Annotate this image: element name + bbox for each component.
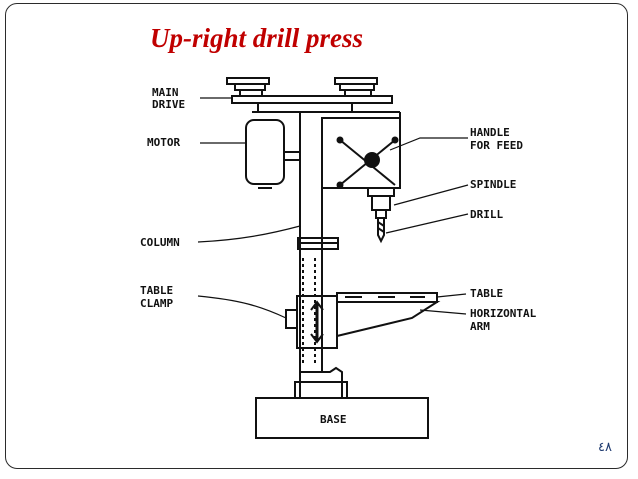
table-clamp bbox=[285, 295, 338, 349]
base bbox=[255, 366, 429, 439]
label-horizontal-arm-line2: ARM bbox=[470, 320, 490, 333]
label-table-clamp-line1: TABLE bbox=[140, 284, 173, 297]
label-base: BASE bbox=[320, 413, 347, 426]
leader-lines bbox=[197, 97, 469, 319]
label-horizontal-arm-line1: HORIZONTAL bbox=[470, 307, 537, 320]
label-spindle: SPINDLE bbox=[470, 178, 516, 191]
spindle-and-drill bbox=[367, 187, 395, 244]
label-motor: MOTOR bbox=[147, 136, 180, 149]
label-handle-line2: FOR FEED bbox=[470, 139, 523, 152]
label-drill: DRILL bbox=[470, 208, 503, 221]
head-and-feed-handle bbox=[321, 117, 401, 189]
label-handle-line1: HANDLE bbox=[470, 126, 510, 139]
label-table: TABLE bbox=[470, 287, 503, 300]
page-number: ٤٨ bbox=[598, 440, 612, 455]
slide-frame bbox=[5, 3, 628, 469]
slide-title: Up-right drill press bbox=[150, 23, 364, 53]
label-main-drive-line1: MAIN bbox=[152, 86, 179, 99]
label-table-clamp-line2: CLAMP bbox=[140, 297, 173, 310]
main-drive-pulleys bbox=[226, 77, 393, 112]
table-and-arm bbox=[336, 292, 441, 337]
label-column: COLUMN bbox=[140, 236, 180, 249]
top-housing bbox=[252, 111, 401, 185]
label-main-drive-line2: DRIVE bbox=[152, 98, 185, 111]
motor bbox=[245, 119, 300, 189]
